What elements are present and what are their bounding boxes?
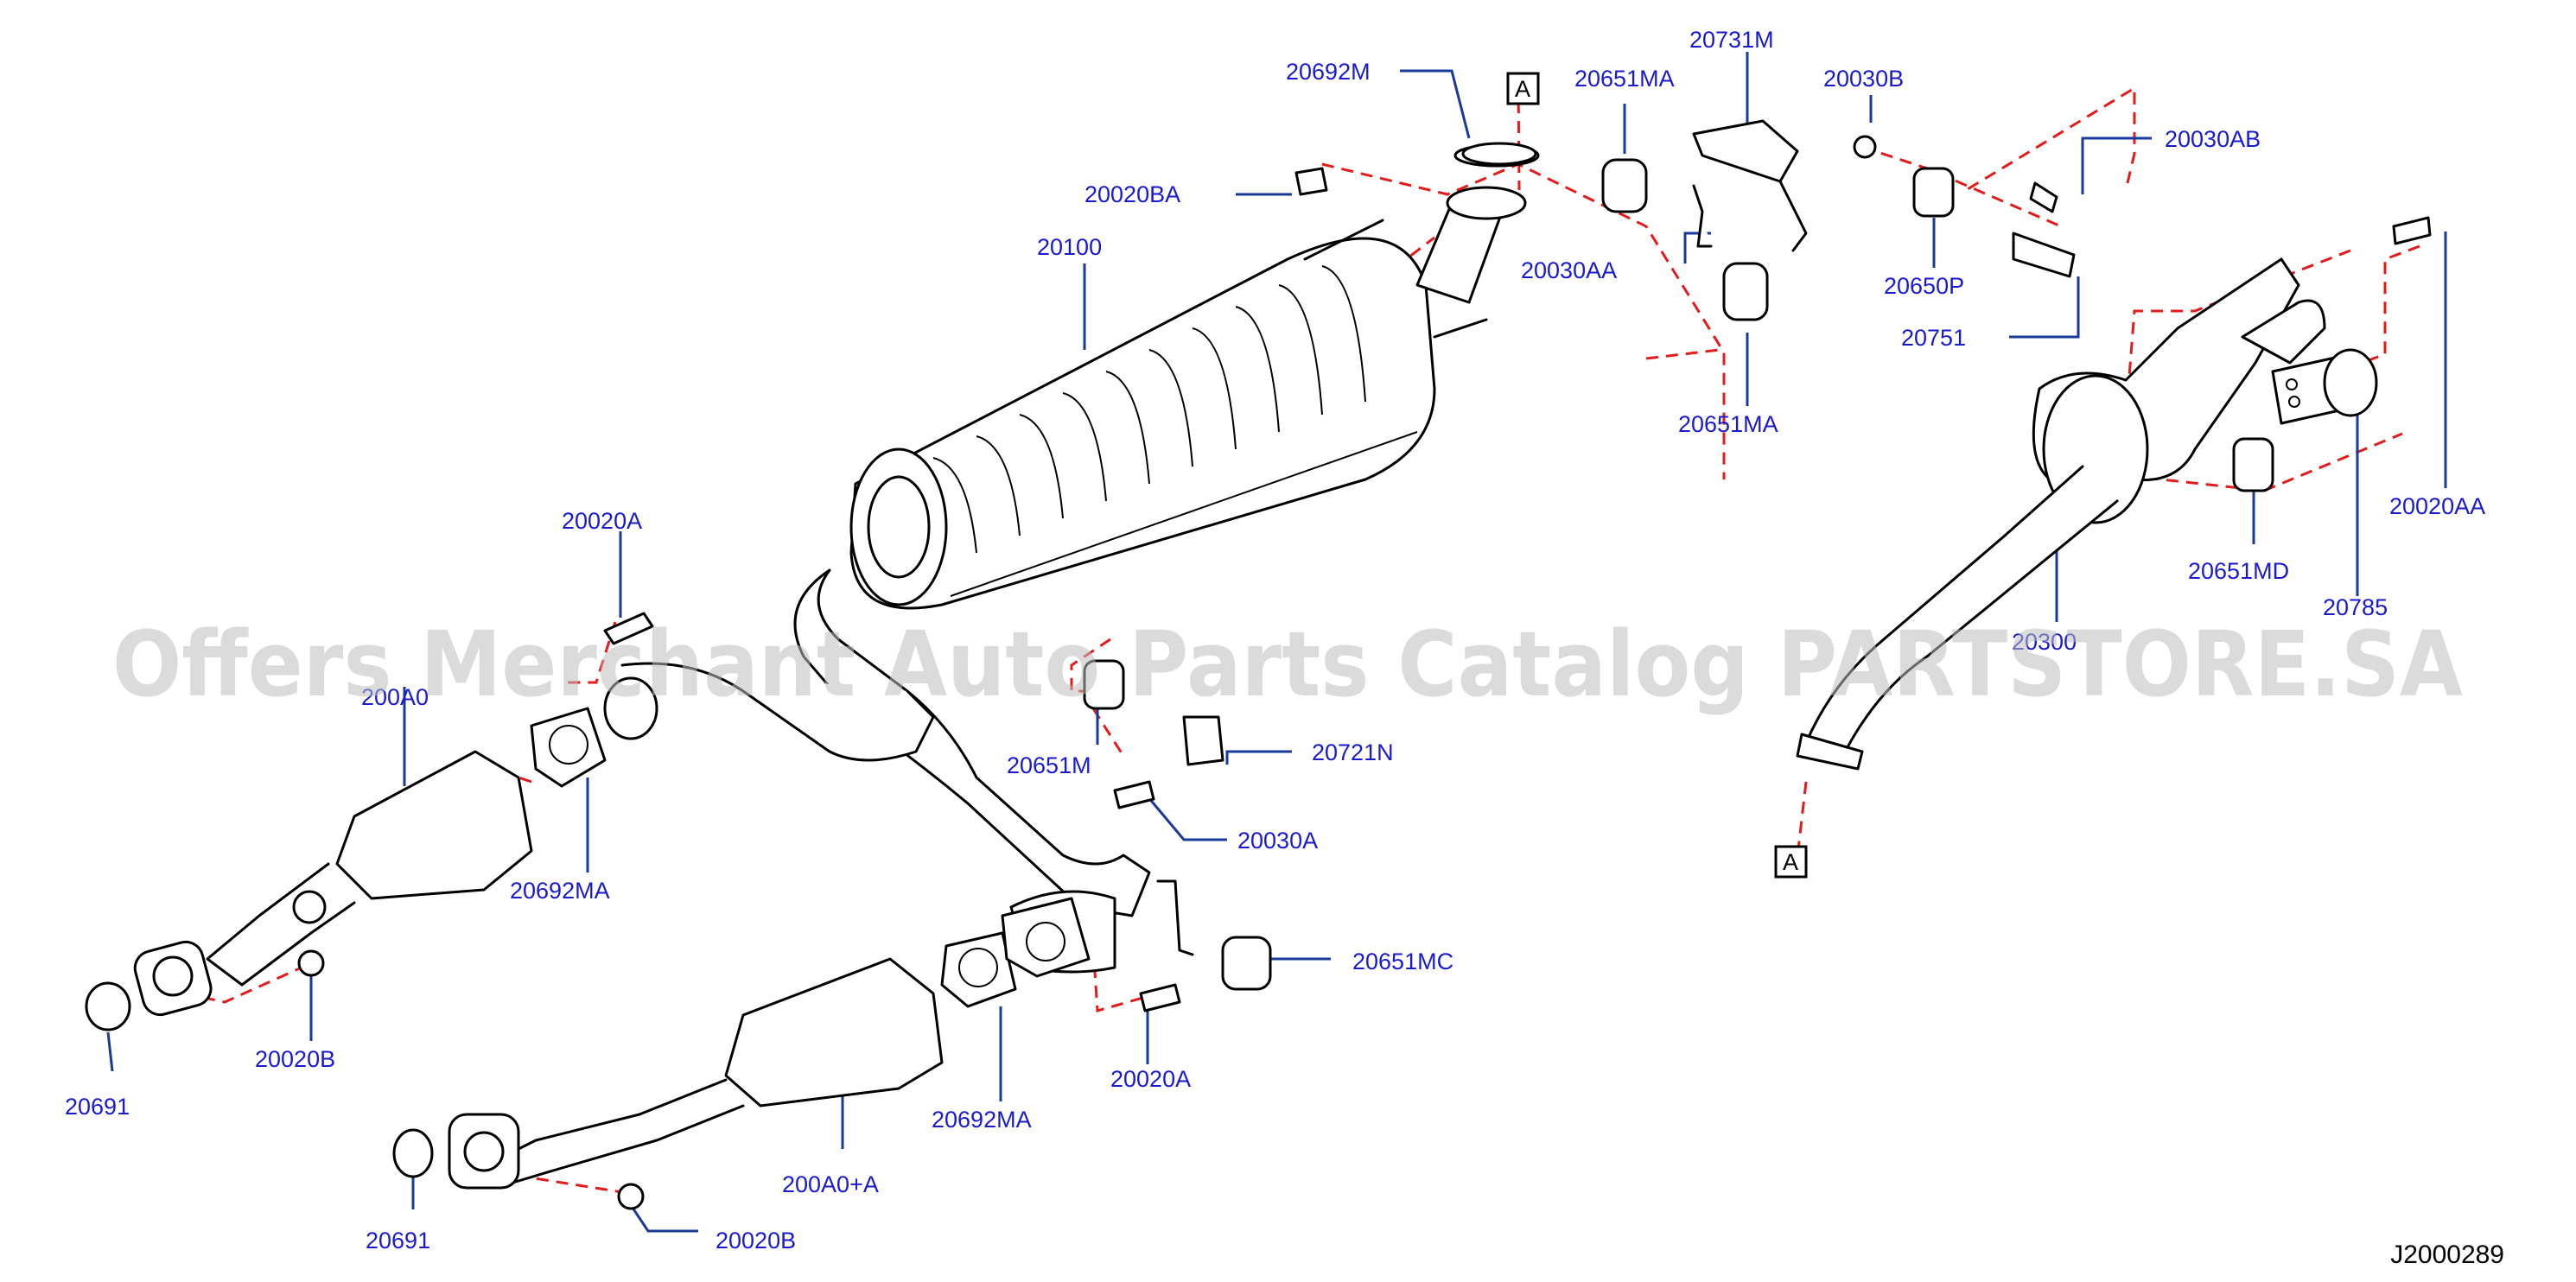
label-20692M[interactable]: 20692M (1286, 59, 1371, 85)
label-20692MA-left[interactable]: 20692MA (510, 878, 610, 904)
label-20650P[interactable]: 20650P (1884, 273, 1964, 299)
label-20651MA-bottom[interactable]: 20651MA (1678, 411, 1778, 437)
label-20030B[interactable]: 20030B (1823, 66, 1904, 92)
label-20721N[interactable]: 20721N (1312, 739, 1394, 765)
label-20020BA[interactable]: 20020BA (1084, 181, 1180, 207)
diagram-code: J2000289 (2390, 1241, 2504, 1269)
reference-mark-a-bottom: A (1774, 845, 1808, 879)
gaskets (85, 142, 1537, 1178)
label-200A0[interactable]: 200A0 (361, 684, 429, 710)
label-20030A[interactable]: 20030A (1237, 828, 1318, 854)
label-20691-left[interactable]: 20691 (65, 1094, 130, 1120)
rubber-hangers (1083, 158, 2274, 991)
part-labels: 20692M 20651MA 20731M 20030B 20030AB 200… (65, 27, 2485, 1253)
label-20785[interactable]: 20785 (2323, 594, 2388, 620)
label-20691-bottom[interactable]: 20691 (366, 1228, 430, 1253)
label-20731M[interactable]: 20731M (1689, 27, 1774, 53)
label-20020AA[interactable]: 20020AA (2389, 493, 2485, 519)
reference-mark-a-top: A (1506, 72, 1540, 105)
label-20020B-left[interactable]: 20020B (255, 1046, 335, 1072)
label-20020A-top[interactable]: 20020A (562, 508, 642, 534)
label-20651MD[interactable]: 20651MD (2188, 558, 2289, 584)
label-20751[interactable]: 20751 (1901, 325, 1966, 351)
leader-lines (106, 52, 2447, 1233)
label-20020B-bottom[interactable]: 20020B (716, 1228, 796, 1253)
label-20692MA-bottom[interactable]: 20692MA (932, 1107, 1032, 1133)
label-200A0A[interactable]: 200A0+A (782, 1171, 879, 1197)
label-20651MC[interactable]: 20651MC (1352, 949, 1453, 974)
front-catalyst-left (133, 750, 533, 1017)
tail-tip-20785 (2271, 348, 2378, 425)
label-20030AA[interactable]: 20030AA (1521, 257, 1617, 283)
svg-text:A: A (1783, 849, 1798, 875)
svg-text:A: A (1515, 76, 1530, 102)
label-20651MA-top[interactable]: 20651MA (1574, 66, 1675, 92)
watermark: Offers Merchant Auto Parts Catalog PARTS… (112, 612, 2463, 717)
label-20100[interactable]: 20100 (1037, 234, 1102, 260)
bolts-and-nuts (297, 135, 2432, 1210)
label-20651M[interactable]: 20651M (1007, 752, 1091, 778)
rear-muffler-20300 (1796, 257, 2326, 771)
brackets (1156, 119, 2076, 956)
front-catalyst-right (448, 957, 944, 1190)
main-muffler-20100 (849, 143, 1540, 610)
label-20030AB[interactable]: 20030AB (2165, 126, 2261, 152)
label-20020A-bottom[interactable]: 20020A (1110, 1066, 1191, 1092)
label-20300[interactable]: 20300 (2012, 629, 2077, 655)
